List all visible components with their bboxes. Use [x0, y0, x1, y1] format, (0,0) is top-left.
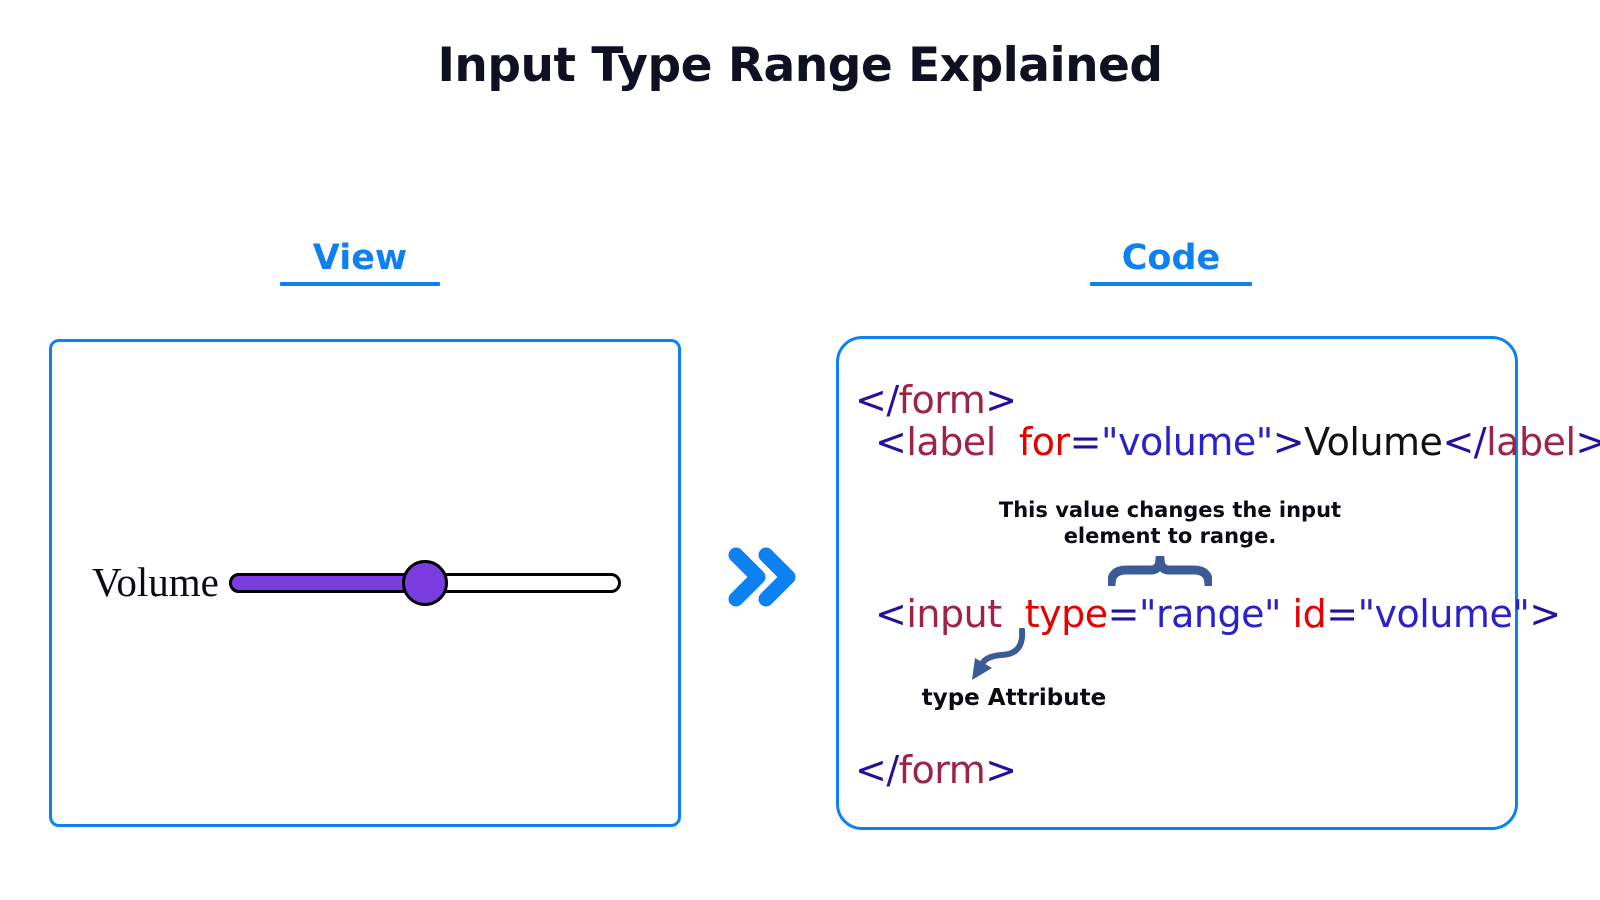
code-token-text: [996, 420, 1019, 464]
code-token-value: "range": [1139, 592, 1281, 636]
code-token-tag: input: [906, 592, 1002, 636]
code-token-punct: <: [875, 592, 907, 636]
code-token-punct: </: [855, 748, 899, 792]
curly-brace-icon: [1106, 553, 1214, 590]
code-token-punct: </: [1442, 420, 1487, 464]
code-token-attr: type: [1024, 592, 1108, 636]
range-thumb[interactable]: [401, 560, 448, 606]
code-token-punct: </: [855, 378, 899, 422]
code-token-tag: label: [906, 420, 996, 464]
code-token-punct: >: [985, 748, 1017, 792]
column-heading-code: Code: [1090, 238, 1252, 286]
code-token-tag: label: [1486, 420, 1576, 464]
code-line-form-open: </form>: [855, 381, 1017, 419]
code-line-form-close: </form>: [855, 751, 1017, 789]
range-label: Volume: [92, 558, 219, 605]
double-chevron-right-icon: [728, 545, 798, 609]
column-heading-view-label: View: [312, 238, 408, 278]
code-token-punct: >: [1575, 420, 1600, 464]
curved-arrow-icon: [960, 627, 1050, 686]
range-field-row: Volume: [92, 547, 652, 617]
code-token-tag: form: [898, 748, 986, 792]
code-line-input: <input type="range" id="volume">: [875, 595, 1561, 633]
code-panel: </form> <label for="volume">Volume</labe…: [836, 336, 1600, 830]
code-token-punct: =: [1069, 420, 1102, 464]
code-token-value: "volume": [1101, 420, 1273, 464]
code-token-tag: form: [898, 378, 986, 422]
code-token-punct: >: [1272, 420, 1305, 464]
column-heading-view: View: [280, 238, 440, 286]
annotation-type-note: type Attribute: [921, 685, 1107, 711]
range-slider[interactable]: [228, 552, 621, 612]
page-title: Input Type Range Explained: [437, 38, 1163, 93]
code-line-label: <label for="volume">Volume</label>: [875, 423, 1600, 461]
annotation-range-note: This value changes the input element to …: [998, 498, 1342, 549]
code-token-punct: >: [1529, 592, 1561, 636]
code-token-punct: <: [875, 420, 907, 464]
range-fill: [228, 573, 425, 593]
code-token-attr: id: [1292, 592, 1327, 636]
view-panel: Volume: [49, 339, 681, 827]
heading-underline-view: [280, 282, 440, 286]
code-token-text: [1281, 592, 1293, 636]
code-token-punct: >: [985, 378, 1017, 422]
code-token-text: Volume: [1304, 420, 1443, 464]
code-token-punct: =: [1326, 592, 1358, 636]
heading-underline-code: [1090, 282, 1252, 286]
code-token-punct: =: [1107, 592, 1140, 636]
code-token-attr: for: [1018, 420, 1070, 464]
code-token-value: "volume": [1357, 592, 1530, 636]
column-heading-code-label: Code: [1121, 238, 1221, 278]
